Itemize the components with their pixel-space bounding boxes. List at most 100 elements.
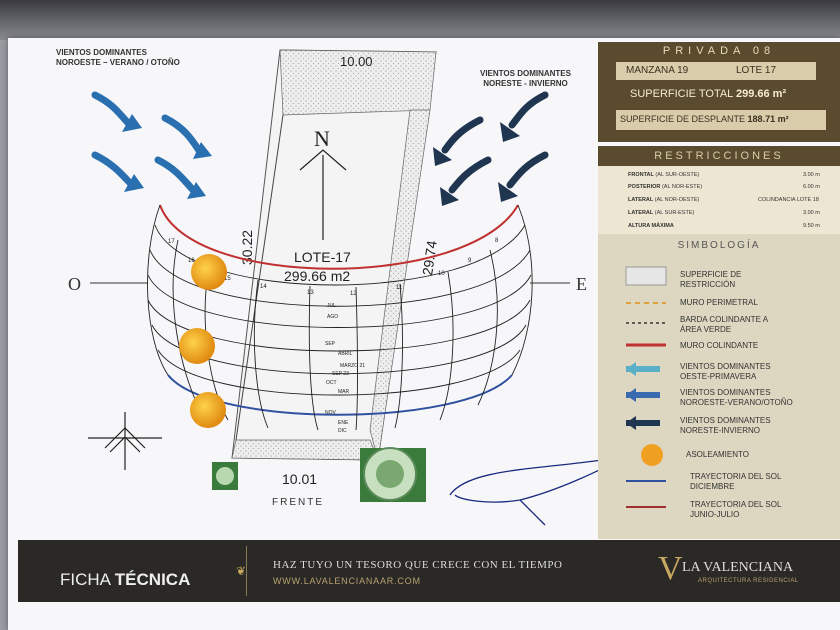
north-arrow: N — [299, 126, 347, 240]
sun-icon — [191, 254, 227, 290]
restriccion-note: (AL SUR-OESTE) — [655, 172, 700, 178]
hour-17: 17 — [168, 239, 175, 245]
hatch-swatch-icon — [625, 266, 667, 286]
legend-item: TRAYECTORIA DEL SOL DICIEMBRE — [690, 472, 782, 491]
lot-name: LOTE-17 — [294, 249, 351, 265]
legend-item: SUPERFICIE DE RESTRICCIÓN — [680, 270, 742, 289]
month-dic: DIC — [338, 428, 347, 434]
month-abril: ABRIL — [338, 351, 353, 357]
info-panel: PRIVADA 08 MANZANA 19 LOTE 17 SUPERFICIE… — [598, 42, 840, 539]
restriccion-note: (AL NOR-ESTE) — [661, 184, 703, 190]
wind-arrows-northeast — [441, 91, 549, 194]
month-marzo: MARZO 21 — [340, 363, 365, 369]
month-oct: OCT — [326, 380, 337, 386]
lot-info-box: PRIVADA 08 MANZANA 19 LOTE 17 SUPERFICIE… — [598, 42, 840, 142]
north-letter: N — [314, 126, 330, 151]
left-depth-label: 30.22 — [239, 230, 255, 265]
lote-label: LOTE 17 — [736, 65, 776, 76]
wind-arrow-icon — [91, 151, 136, 189]
sup-total-value: 299.66 m² — [735, 88, 787, 100]
lote-text: LOTE — [736, 65, 763, 76]
superficie-total: SUPERFICIE TOTAL 299.66 m² — [630, 88, 786, 100]
wind-arrow-icon — [154, 156, 199, 196]
sun-path-june — [159, 204, 519, 270]
lote-value: 17 — [764, 65, 777, 76]
hour-9: 9 — [468, 258, 472, 264]
restriccion-value: 9.50 m — [803, 223, 820, 229]
restriccion-note: (AL SUR-ESTE) — [654, 210, 695, 216]
manzana-value: 19 — [677, 65, 689, 76]
sun-icon — [190, 392, 226, 428]
hour-8: 8 — [495, 238, 499, 244]
back-width-label: 10.00 — [340, 54, 373, 69]
manzana-label: MANZANA 19 — [626, 65, 688, 76]
restriccion-label: LATERAL — [628, 197, 654, 203]
month-nov: NOV — [325, 410, 337, 416]
ficha-tecnica-title: FICHA TÉCNICA — [60, 570, 190, 590]
west-letter: O — [68, 274, 81, 294]
winds-right-title: VIENTOS DOMINANTES NORESTE - INVIERNO — [480, 69, 571, 89]
signature — [449, 459, 600, 526]
wind-arrows-northwest — [91, 91, 204, 196]
tree-icon — [212, 462, 238, 490]
tecnica-word: TÉCNICA — [114, 570, 191, 589]
front-label: FRENTE — [272, 497, 324, 508]
restricciones-table: FRONTAL (AL SUR-OESTE) 3.00 m POSTERIOR … — [598, 166, 840, 234]
restriccion-row: ALTURA MÁXIMA — [628, 223, 674, 229]
sup-total-label: SUPERFICIE TOTAL — [630, 88, 733, 100]
restriccion-note: (AL NOR-OESTE) — [654, 197, 700, 203]
sun-icon — [179, 328, 215, 364]
leaf-icon: ❦ — [236, 564, 247, 578]
restriccion-label: ALTURA MÁXIMA — [628, 223, 674, 229]
slogan: HAZ TUYO UN TESORO QUE CRECE CON EL TIEM… — [273, 559, 563, 571]
privada-title: PRIVADA 08 — [662, 45, 776, 57]
wind-arrow-icon — [91, 91, 134, 129]
website-link[interactable]: WWW.LAVALENCIANAAR.COM — [273, 576, 421, 586]
restriccion-row: LATERAL (AL NOR-OESTE) — [628, 197, 699, 203]
footer-banner: FICHA TÉCNICA ❦ HAZ TUYO UN TESORO QUE C… — [18, 540, 840, 602]
legend-item: VIENTOS DOMINANTES NOROESTE-VERANO/OTOÑO — [680, 388, 793, 407]
restriccion-value: 3.00 m — [803, 172, 820, 178]
lot-area: 299.66 m2 — [284, 268, 350, 284]
east-letter: E — [576, 274, 587, 294]
brand-subtitle: ARQUITECTURA RESIDENCIAL — [698, 578, 799, 584]
winds-left-line2: NOROESTE – VERANO / OTOÑO — [56, 58, 180, 67]
wind-arrow-icon — [508, 91, 549, 129]
month-ene: ENE — [338, 420, 349, 426]
restriccion-label: LATERAL — [628, 210, 654, 216]
restriction-area-front — [231, 439, 379, 461]
sun-icon — [641, 444, 663, 466]
winds-left-title: VIENTOS DOMINANTES NOROESTE – VERANO / O… — [56, 48, 180, 68]
ficha-word: FICHA — [60, 570, 111, 589]
wind-arrow-icon — [441, 116, 484, 154]
legend-item: MURO PERIMETRAL — [680, 298, 758, 307]
hour-10: 10 — [438, 271, 445, 277]
month-sep: SEP — [325, 341, 336, 347]
sup-desplante-value: 188.71 m² — [747, 114, 789, 124]
simbologia-title: SIMBOLOGÍA — [677, 240, 761, 251]
restriccion-label: FRONTAL — [628, 172, 654, 178]
wind-arrow-icon — [161, 114, 204, 156]
brand-name: LA VALENCIANA — [682, 560, 794, 575]
month-labels: JUL AGO SEP ABRIL MARZO 21 SEP 23 OCT MA… — [325, 303, 365, 434]
legend-item: ASOLEAMIENTO — [686, 450, 749, 459]
month-sep23: SEP 23 — [332, 371, 349, 377]
winds-left-line1: VIENTOS DOMINANTES — [56, 48, 147, 57]
restriccion-label: POSTERIOR — [628, 184, 661, 190]
sup-desplante-label: SUPERFICIE DE DESPLANTE — [620, 114, 746, 124]
month-jul: JUL — [327, 303, 336, 309]
hour-16: 16 — [188, 258, 195, 264]
restricciones-title: RESTRICCIONES — [654, 150, 784, 162]
manzana-text: MANZANA — [626, 65, 675, 76]
hour-11: 11 — [396, 285, 403, 291]
legend-item: BARDA COLINDANTE A ÁREA VERDE — [680, 315, 769, 334]
legend-item: MURO COLINDANTE — [680, 341, 759, 350]
hour-12: 12 — [350, 291, 357, 297]
restricciones-header: RESTRICCIONES — [598, 146, 840, 166]
site-plan: 10.00 10.01 FRENTE 30.22 29.74 LOTE-17 2… — [68, 49, 600, 526]
restriccion-row: LATERAL (AL SUR-ESTE) — [628, 210, 694, 216]
front-width-label: 10.01 — [282, 471, 317, 487]
superficie-desplante: SUPERFICIE DE DESPLANTE 188.71 m² — [620, 114, 789, 124]
tree-icon — [360, 447, 426, 502]
hour-15: 15 — [224, 276, 231, 282]
